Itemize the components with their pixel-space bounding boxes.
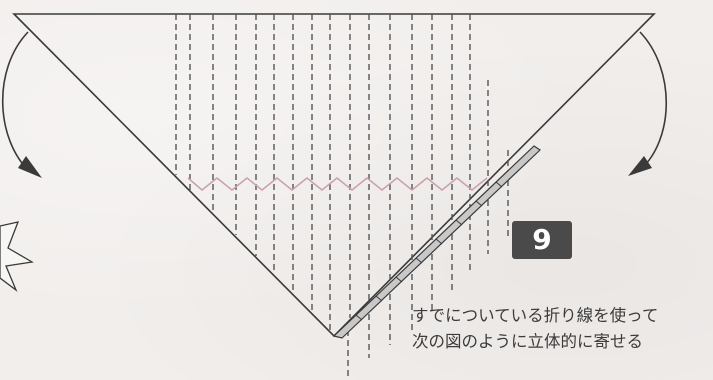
starburst-icon xyxy=(0,221,34,292)
instruction-line-2: 次の図のように立体的に寄せる xyxy=(412,332,643,351)
strip-tick-marks xyxy=(355,181,503,321)
fold-lines xyxy=(175,14,509,380)
step-number-badge: 9 xyxy=(512,221,572,259)
left-curved-arrow-icon xyxy=(1,31,42,178)
triangle-paper xyxy=(12,13,656,338)
right-curved-arrow-icon xyxy=(628,31,667,176)
zigzag-pleat-line xyxy=(187,177,488,191)
instruction-text: すでについている折り線を使って 次の図のように立体的に寄せる xyxy=(412,303,712,355)
folded-edge-strip xyxy=(332,145,541,339)
instruction-line-1: すでについている折り線を使って xyxy=(412,306,659,325)
